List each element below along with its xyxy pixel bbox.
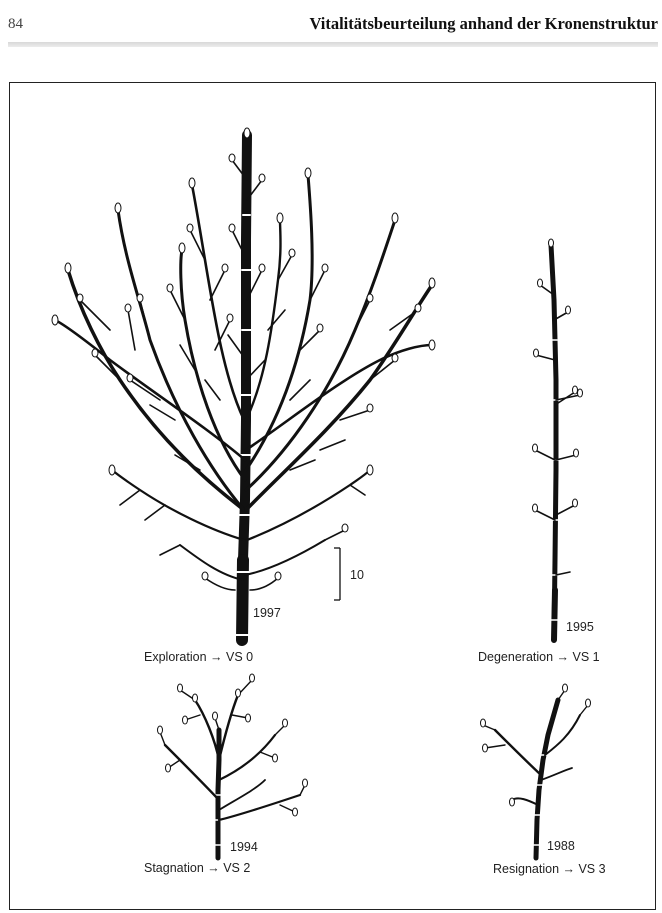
label-resignation: Resignation → VS 3 xyxy=(493,862,606,876)
year-exploration: 1997 xyxy=(253,606,281,620)
label-degeneration: Degeneration → VS 1 xyxy=(478,650,600,664)
label-stagnation: Stagnation → VS 2 xyxy=(144,861,250,875)
year-degeneration: 1995 xyxy=(566,620,594,634)
year-stagnation: 1994 xyxy=(230,840,258,854)
tree-degeneration xyxy=(533,239,583,640)
scale-bar-label: 10 xyxy=(350,568,364,582)
tree-resignation xyxy=(481,684,591,858)
year-resignation: 1988 xyxy=(547,839,575,853)
tree-stagnation xyxy=(158,674,308,858)
label-exploration: Exploration → VS 0 xyxy=(144,650,253,664)
tree-exploration xyxy=(52,128,435,640)
scale-bar xyxy=(334,548,340,600)
